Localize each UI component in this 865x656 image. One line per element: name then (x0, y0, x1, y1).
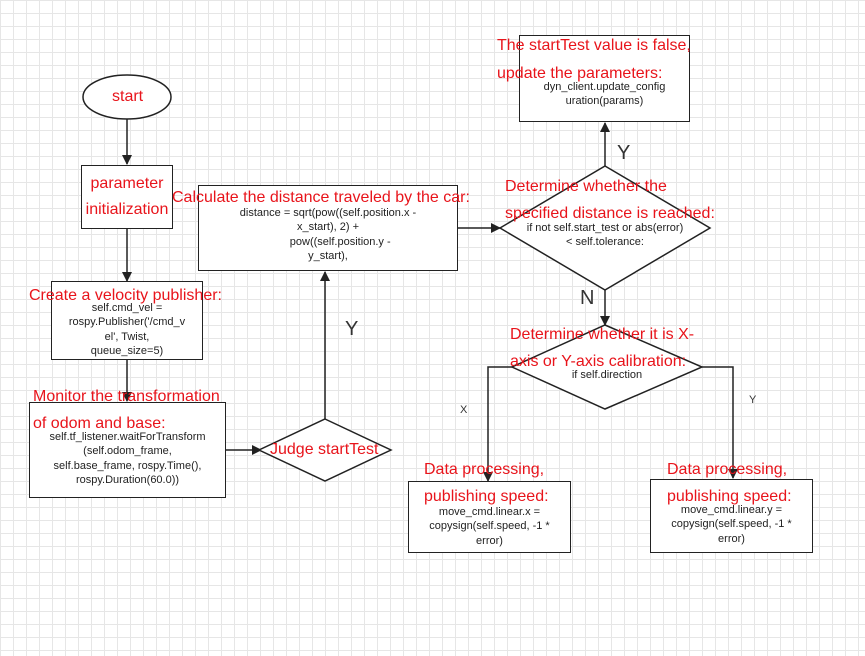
update-code: dyn_client.update_config uration(params) (543, 81, 666, 108)
update-title-line2: update the parameters: (497, 65, 663, 82)
process-y-box (650, 479, 813, 553)
process-x-title-line1: Data processing, (424, 461, 545, 478)
monitor-box (29, 402, 226, 498)
determine-distance-title-line2: specified distance is reached: (505, 205, 715, 222)
update-title-line1: The startTest value is false, (497, 37, 691, 54)
edge-label-axis-x: X (460, 404, 468, 416)
monitor-title-line2: of odom and base: (33, 415, 166, 432)
calc-code: distance = sqrt(pow((self.position.x - x… (239, 207, 417, 262)
publisher-code: self.cmd_vel = rospy.Publisher('/cmd_v e… (68, 302, 186, 357)
update-box (519, 35, 690, 122)
edge-label-determine-n: N (580, 287, 595, 309)
edge-label-axis-y: Y (749, 394, 757, 406)
process-x-title-line2: publishing speed: (424, 488, 549, 505)
monitor-title-line1: Monitor the transformation (33, 388, 220, 405)
process-y-title-line1: Data processing, (667, 461, 788, 478)
judge-label: Judge startTest (270, 441, 379, 458)
process-y-code: move_cmd.linear.y = copysign(self.speed,… (671, 504, 792, 545)
process-x-code: move_cmd.linear.x = copysign(self.speed,… (429, 506, 550, 547)
determine-axis-diamond-shape (510, 324, 704, 410)
edge-axis-x (483, 366, 512, 482)
edge-axis-y (702, 366, 738, 479)
process-y-title-line2: publishing speed: (667, 488, 792, 505)
determine-distance-code: if not self.start_test or abs(error) < s… (526, 222, 684, 249)
determine-axis-title-line2: axis or Y-axis calibration: (510, 353, 687, 370)
calc-box (198, 185, 458, 271)
edge-label-judge-y: Y (345, 318, 359, 340)
process-x-box (408, 481, 571, 553)
determine-axis-title-line1: Determine whether it is X- (510, 326, 695, 343)
determine-axis-code: if self.direction (571, 369, 643, 381)
monitor-code: self.tf_listener.waitForTransform (self.… (49, 431, 206, 486)
calc-title: Calculate the distance traveled by the c… (172, 189, 470, 206)
parameter-init-box: parameter initialization (81, 165, 173, 229)
start-label: start (112, 88, 144, 105)
parameter-init-label: parameter initialization (85, 175, 169, 218)
start-node-shape (82, 74, 172, 120)
judge-diamond-shape (257, 418, 393, 482)
determine-distance-diamond-shape (498, 165, 712, 291)
publisher-title: Create a velocity publisher: (29, 287, 222, 304)
determine-distance-title-line1: Determine whether the (505, 178, 667, 195)
publisher-box (51, 281, 203, 360)
edge-label-determine-y: Y (617, 142, 631, 164)
